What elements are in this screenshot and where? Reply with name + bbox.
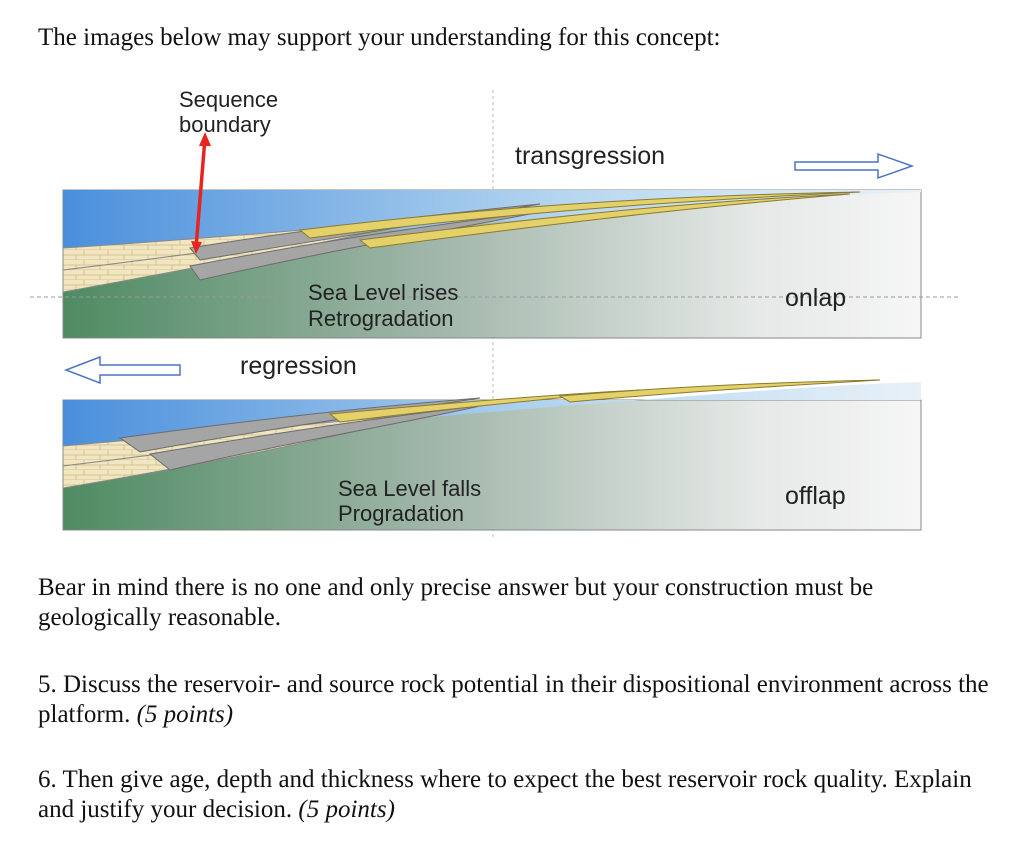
question-5-text: 5. Discuss the reservoir- and source roc…	[38, 671, 989, 728]
regression-label: regression	[240, 352, 357, 380]
intro-text: The images below may support your unders…	[38, 24, 721, 51]
question-6-text: 6. Then give age, depth and thickness wh…	[38, 766, 972, 823]
instruction-paragraph: Bear in mind there is no one and only pr…	[38, 574, 874, 631]
sequence-boundary-label-1: Sequence	[179, 87, 278, 112]
sequence-stratigraphy-figure: Sequence boundary transgression Sea Leve…	[30, 87, 960, 540]
lower-panel	[62, 355, 922, 531]
progradation-label: Progradation	[338, 501, 464, 526]
question-6: 6. Then give age, depth and thickness wh…	[38, 765, 998, 825]
question-5: 5. Discuss the reservoir- and source roc…	[38, 670, 998, 730]
question-6-points: (5 points)	[298, 796, 395, 823]
upper-panel	[62, 132, 922, 339]
question-5-points: (5 points)	[136, 701, 234, 728]
onlap-label: onlap	[785, 284, 846, 312]
transgression-label: transgression	[515, 142, 665, 170]
sea-level-falls-label: Sea Level falls	[338, 476, 481, 501]
retrogradation-label: Retrogradation	[308, 306, 454, 331]
sea-level-rises-label: Sea Level rises	[308, 280, 458, 305]
sequence-boundary-label-2: boundary	[179, 112, 271, 137]
offlap-label: offlap	[785, 482, 846, 510]
